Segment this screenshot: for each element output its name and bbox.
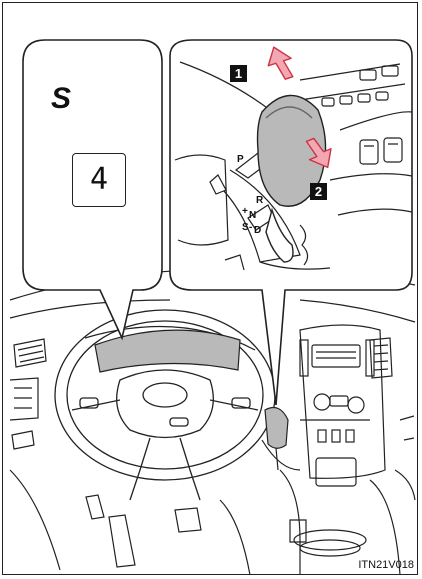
gate-label-minus: - (249, 223, 252, 233)
mode-letter: S (51, 82, 71, 116)
gate-label-d: D (254, 226, 261, 236)
gate-label-s: S (242, 223, 249, 233)
step-badge-2: 2 (310, 183, 327, 200)
instrument-panel-highlight (95, 330, 240, 372)
gate-label-p: P (237, 155, 244, 165)
gear-number: 4 (90, 165, 108, 195)
gate-label-r: R (256, 196, 263, 206)
dashboard-scene (10, 269, 415, 575)
scene-shift-lever (262, 408, 300, 470)
gear-indicator-box: 4 (72, 153, 126, 207)
step-badge-1: 1 (230, 65, 247, 82)
gate-label-plus: + (242, 207, 248, 217)
gate-label-n: N (249, 211, 256, 221)
figure-code: ITN21V018 (358, 559, 414, 571)
